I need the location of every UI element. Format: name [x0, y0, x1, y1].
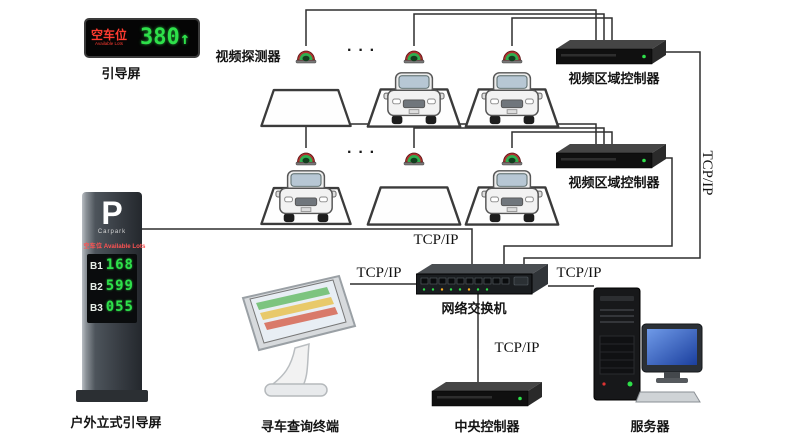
tcpip-label-controller-link: TCP/IP	[494, 340, 540, 356]
tcpip-label-above-switch: TCP/IP	[413, 232, 459, 248]
central-controller-label: 中央控制器	[454, 419, 520, 434]
cable	[305, 9, 597, 46]
cable	[413, 127, 605, 148]
pillar-carpark-text: Carpark	[97, 229, 127, 235]
parking-row-2	[260, 152, 560, 226]
video-detector-camera-icon	[403, 152, 425, 166]
video-detector-camera-icon	[295, 152, 317, 166]
up-arrow: ↑	[179, 29, 190, 49]
server-keyboard	[635, 391, 701, 403]
tcpip-label-server-link: TCP/IP	[556, 265, 602, 281]
network-switch-label: 网络交换机	[441, 301, 507, 316]
pillar-level-label: B3	[90, 303, 103, 314]
query-kiosk	[241, 274, 357, 397]
led-panel-right: 380↑	[132, 27, 198, 49]
kiosk-label: 寻车查询终端	[260, 419, 339, 434]
video-area-controller-1-label: 视频区域控制器	[568, 71, 660, 86]
cable	[413, 13, 605, 46]
pillar-count: 599	[105, 278, 134, 294]
pillar-count: 168	[105, 257, 134, 273]
outdoor-display-pillar: P Carpark 空车位 Available Lots B1 168 B2 5…	[82, 192, 146, 392]
guide-screen-label: 引导屏	[101, 66, 141, 81]
available-lots-subtitle: Available Lots	[95, 41, 123, 47]
pillar-count: 055	[105, 299, 134, 315]
led-panel-left: 空车位 Available Lots	[86, 27, 132, 48]
cable	[511, 17, 613, 46]
video-area-controller-1-box	[556, 40, 666, 65]
parking-slot	[260, 88, 352, 128]
connector-cables	[142, 9, 701, 386]
cable	[142, 228, 473, 268]
available-lots-title: 空车位	[90, 27, 127, 42]
pillar-row: B3 055	[90, 299, 134, 320]
pillar-base	[76, 390, 148, 402]
pillar-level-label: B1	[90, 261, 103, 272]
tcpip-label-kiosk-link: TCP/IP	[356, 265, 402, 281]
video-detector-label: 视频探测器	[215, 49, 281, 64]
video-detector-camera-icon	[501, 50, 523, 64]
outdoor-display-label: 户外立式引导屏	[70, 415, 162, 430]
video-detector-camera-icon	[403, 50, 425, 64]
pillar-row: B1 168	[90, 257, 134, 278]
led-display-panel: 空车位 Available Lots 380↑	[84, 18, 200, 58]
ellipsis-row-1: ···	[347, 42, 381, 59]
pillar-title: 空车位	[83, 243, 103, 250]
pillar-available-title: 空车位 Available Lots	[83, 240, 146, 250]
central-controller-box	[431, 382, 543, 407]
cable	[511, 131, 613, 148]
tcpip-label-right-riser: TCP/IP	[699, 150, 715, 196]
network-switch-box	[416, 264, 548, 295]
video-area-controller-2-label: 视频区域控制器	[568, 175, 660, 190]
pillar-p-letter: P	[101, 195, 123, 231]
ellipsis-row-2: ···	[347, 144, 381, 161]
pillar-subtitle: Available Lots	[103, 243, 146, 250]
video-detector-camera-icon	[295, 50, 317, 64]
pillar-row: B2 599	[90, 278, 134, 299]
pillar-level-label: B2	[90, 282, 103, 293]
server-unit	[593, 287, 703, 403]
video-area-controller-2-box	[556, 144, 666, 169]
pillar-led-screen: B1 168 B2 599 B3 055	[87, 254, 137, 323]
parking-row-1	[260, 50, 560, 128]
cable	[523, 51, 701, 268]
server-label: 服务器	[630, 419, 670, 434]
video-detector-camera-icon	[501, 152, 523, 166]
parking-slot	[366, 186, 462, 226]
available-count: 380	[140, 25, 180, 50]
